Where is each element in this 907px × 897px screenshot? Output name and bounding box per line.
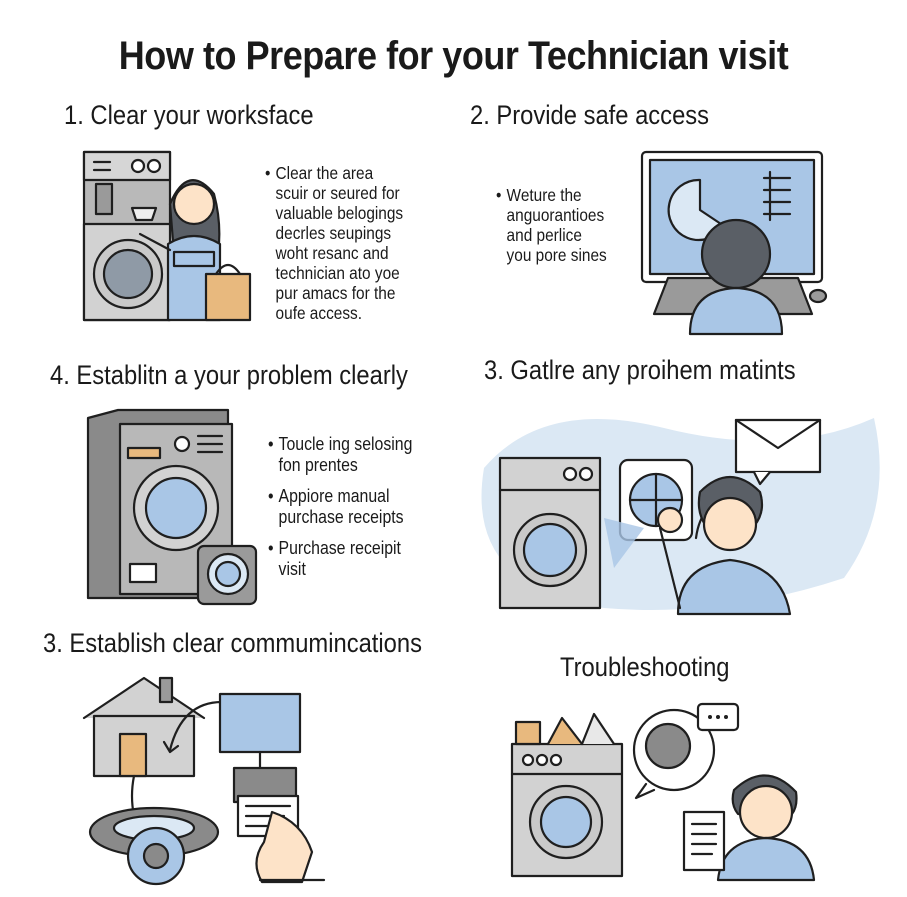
- technician-icon: [716, 774, 816, 882]
- mouse-icon: [808, 288, 828, 304]
- washing-machine-icon: [510, 712, 624, 878]
- illustration-troubleshooting: [510, 702, 816, 882]
- computer-monitor-icon: [640, 150, 824, 284]
- illustration-communications: [82, 676, 326, 886]
- illustration-washing-machine: [86, 408, 258, 606]
- small-appliance-icon: [196, 544, 258, 606]
- technician-icon: [138, 179, 252, 322]
- computer-monitor-icon: [218, 692, 302, 838]
- section-heading-clear-workspace: 1. Clear your worksface: [64, 100, 314, 130]
- bullet-item: Appiore manual purchase receipts: [268, 486, 412, 528]
- section-heading-troubleshooting: Troubleshooting: [560, 652, 730, 682]
- bullet-item: Clear the area scuir or seured for valua…: [265, 163, 403, 323]
- section-heading-communications: 3. Establish clear commumincations: [43, 628, 422, 658]
- bullet-item: Toucle ing selosing fon prentes: [268, 434, 412, 476]
- washing-machine-icon: [498, 456, 602, 610]
- section-heading-problem: 4. Establitn a your problem clearly: [50, 360, 408, 390]
- speech-bubble-icon: [632, 702, 740, 800]
- illustration-computer: [640, 150, 828, 336]
- bullet-item: Weture the anguorantioes and perlice you…: [496, 185, 607, 265]
- section-2-bullets: Weture the anguorantioes and perlice you…: [496, 185, 607, 275]
- person-back-icon: [688, 218, 784, 336]
- illustration-workspace: [82, 150, 252, 322]
- washing-machine-icon: [82, 150, 172, 322]
- envelope-icon: [734, 418, 822, 486]
- device-icon: [88, 806, 220, 886]
- section-1-bullets: Clear the area scuir or seured for valua…: [265, 163, 403, 333]
- document-icon: [682, 810, 726, 872]
- bullet-item: Purchase receipit visit: [268, 538, 412, 580]
- illustration-gather: [481, 418, 880, 616]
- page-title: How to Prepare for your Technician visit: [118, 34, 789, 78]
- section-heading-gather: 3. Gatlre any proihem matints: [484, 355, 796, 385]
- arrow-shape: [604, 518, 644, 568]
- house-icon: [82, 676, 206, 778]
- technician-icon: [656, 476, 792, 616]
- section-4-bullets: Toucle ing selosing fon prentes Appiore …: [268, 434, 412, 590]
- section-heading-safe-access: 2. Provide safe access: [470, 100, 710, 130]
- hand-icon: [656, 506, 684, 534]
- hand-icon: [255, 810, 326, 884]
